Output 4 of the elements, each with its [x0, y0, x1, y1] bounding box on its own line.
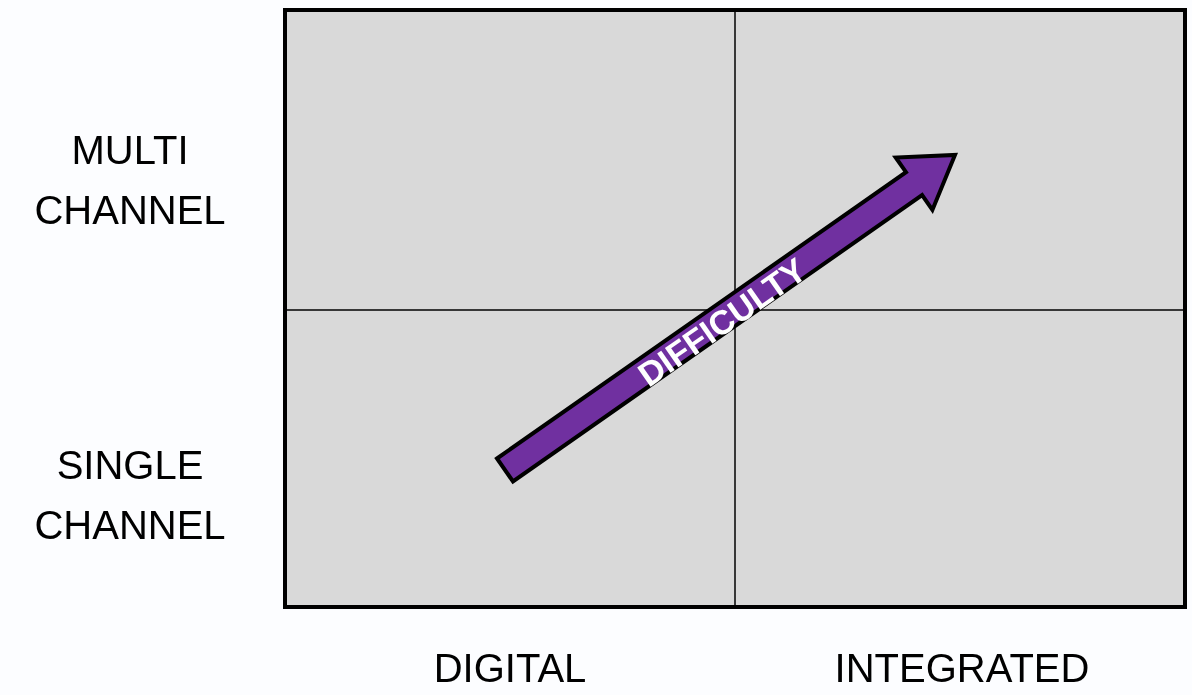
- axis-label: INTEGRATED: [834, 645, 1090, 692]
- axis-label: DIGITAL: [433, 645, 587, 692]
- axis-label: SINGLE CHANNEL: [33, 442, 227, 549]
- axis-label: MULTI CHANNEL: [33, 127, 227, 234]
